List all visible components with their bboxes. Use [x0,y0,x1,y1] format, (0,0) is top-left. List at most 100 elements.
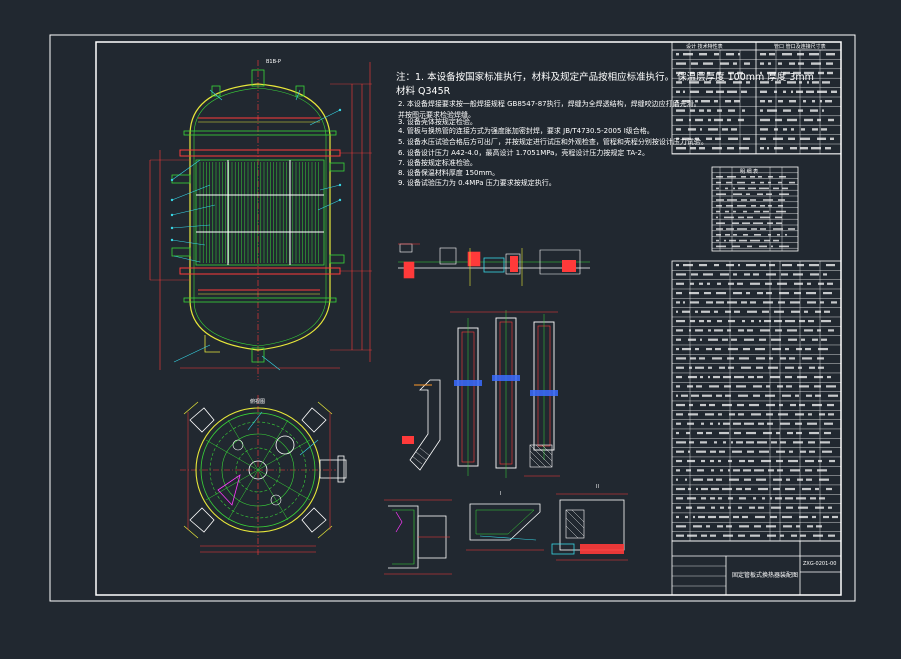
table-text-mark [771,506,781,509]
table-text-mark [693,515,695,519]
table-text-mark [726,264,734,267]
table-text-mark [689,366,692,369]
table-text-mark [759,319,761,323]
table-text-mark [746,441,754,444]
table-text-mark [738,264,740,267]
table-text-mark [787,431,793,435]
table-text-mark [786,506,793,509]
table-text-mark [676,403,685,407]
table-text-mark [820,441,830,444]
table-text-mark [706,347,712,351]
table-text-mark [722,487,732,491]
table-text-mark [801,338,805,341]
table-text-mark [676,118,683,122]
table-text-mark [724,216,734,219]
table-text-mark [709,385,719,388]
table-text-mark [771,441,777,444]
table-text-mark [732,450,742,453]
table-text-mark [687,385,693,388]
table-text-mark [783,128,787,131]
table-text-mark [706,525,710,528]
table-text-mark [689,403,693,407]
table-text-mark [785,497,793,500]
table-text-mark [828,534,835,537]
table-text-mark [738,506,742,509]
table-text-mark [796,431,802,435]
table-text-mark [778,413,788,416]
table-text-mark [760,147,764,150]
table-text-mark [794,291,801,295]
table-text-mark [676,422,681,425]
table-text-mark [799,319,805,323]
table-text-mark [697,469,704,472]
table-text-mark [708,375,710,379]
table-text-mark [714,100,718,103]
table-text-mark [700,403,706,407]
table-text-mark [711,506,715,509]
table-text-mark [759,245,767,248]
table-text-mark [768,234,771,236]
table-text-mark [676,487,685,491]
table-text-mark [746,81,750,84]
table-text-mark [773,228,783,230]
table-text-mark [676,291,682,295]
table-text-mark [685,515,688,519]
table-text-mark [728,109,735,112]
table-text-mark [727,118,731,122]
table-text-mark [812,81,819,84]
detail-label-a: I [500,491,501,497]
table-text-mark [751,413,761,416]
table-text-mark [710,459,714,463]
table-text-mark [800,534,806,537]
table-text-mark [689,329,691,332]
table-text-mark [699,53,707,56]
table-text-mark [787,118,797,122]
table-text-mark [769,264,775,267]
table-text-mark [688,487,691,491]
table-text-mark [758,422,764,425]
drawing-number: ZXG-0201-00 [803,561,837,567]
table-text-mark [777,234,780,236]
table-text-mark [738,53,740,56]
table-text-mark [737,403,744,407]
table-text-mark [760,216,770,219]
table-text-mark [773,187,779,190]
table-text-mark [798,506,808,509]
table-text-mark [705,413,714,416]
table-text-mark [819,478,829,481]
table-text-mark [828,118,834,122]
table-text-mark [816,525,822,528]
table-text-mark [828,506,832,509]
table-text-mark [812,100,815,103]
table-text-mark [804,71,814,75]
table-text-mark [763,199,773,201]
table-text-mark [774,90,777,93]
table-text-mark [716,90,724,93]
table-text-mark [810,497,816,500]
table-text-mark [710,497,715,500]
table-text-mark [689,291,699,295]
table-text-mark [711,469,714,472]
table-text-mark [813,534,823,537]
table-text-mark [755,515,765,519]
notes-line-2: 2. 本设备焊接要求按一般焊接规程 GB8547-87执行，焊缝为全焊透结构，焊… [398,100,701,108]
table-text-mark [781,273,788,276]
table-text-mark [755,347,765,351]
table-text-mark [826,53,835,56]
table-text-mark [772,347,781,351]
table-text-mark [676,310,678,313]
table-text-mark [768,469,774,472]
table-text-mark [713,375,720,379]
table-text-mark [725,394,731,397]
table-text-mark [826,385,836,388]
table-text-mark [704,81,711,84]
table-text-mark [686,506,692,509]
table-text-mark [818,71,824,75]
table-text-mark [720,506,724,509]
table-text-mark [780,441,786,444]
table-text-mark [701,422,704,425]
table-text-mark [747,216,753,219]
table-text-mark [806,478,812,481]
table-text-mark [826,487,832,491]
